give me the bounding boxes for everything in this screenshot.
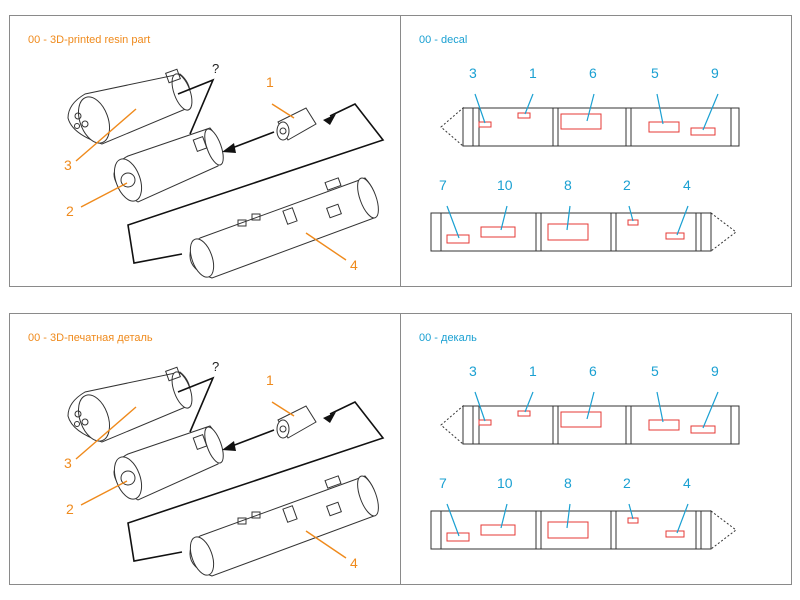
- callout-4: 4: [350, 555, 358, 571]
- small-part-1: [276, 405, 317, 439]
- nose-section-part-3: [67, 68, 193, 145]
- decal-placement-drawing: [430, 93, 740, 253]
- title-text: - декаль: [431, 332, 477, 344]
- callout-4: 4: [683, 475, 691, 491]
- unknown-fit-mark: ?: [212, 61, 220, 76]
- callout-10: 10: [497, 475, 513, 491]
- callout-4: 4: [350, 257, 358, 273]
- unknown-fit-mark: ?: [212, 359, 220, 374]
- callout-7: 7: [439, 475, 447, 491]
- panel-decal-en: 00 - decal: [400, 15, 792, 287]
- panel-title: 00 - декаль: [419, 332, 477, 344]
- middle-section-part-2: [113, 425, 224, 501]
- decal-placement-drawing: [430, 391, 740, 551]
- nose-section-part-3: [67, 366, 193, 443]
- callout-3: 3: [469, 363, 477, 379]
- callout-6: 6: [589, 65, 597, 81]
- pod-lower: [430, 211, 737, 253]
- panel-title: 00 - 3D-печатная деталь: [28, 332, 153, 344]
- callout-1: 1: [266, 74, 274, 90]
- callout-9: 9: [711, 363, 719, 379]
- callout-5: 5: [651, 363, 659, 379]
- title-text: - decal: [431, 34, 468, 46]
- callout-6: 6: [589, 363, 597, 379]
- callout-1: 1: [529, 363, 537, 379]
- small-part-1: [276, 107, 317, 141]
- callout-2: 2: [623, 475, 631, 491]
- panel-title: 00 - decal: [419, 34, 467, 46]
- pod-lower: [430, 509, 737, 551]
- title-text: - 3D-печатная деталь: [40, 332, 153, 344]
- callout-10: 10: [497, 177, 513, 193]
- decal-code: 00: [419, 34, 432, 46]
- tail-section-part-4: [189, 177, 379, 279]
- tail-section-part-4: [189, 475, 379, 577]
- decal-code: 00: [419, 332, 432, 344]
- callout-1: 1: [266, 372, 274, 388]
- part-code: 00: [28, 34, 41, 46]
- callout-8: 8: [564, 475, 572, 491]
- callout-4: 4: [683, 177, 691, 193]
- callout-3: 3: [64, 157, 72, 173]
- panel-resin-part-ru: 00 - 3D-печатная деталь: [9, 313, 401, 585]
- panel-decal-ru: 00 - декаль: [400, 313, 792, 585]
- callout-1: 1: [529, 65, 537, 81]
- callout-8: 8: [564, 177, 572, 193]
- resin-assembly-drawing: [67, 68, 385, 279]
- callout-2: 2: [66, 203, 74, 219]
- callout-3: 3: [469, 65, 477, 81]
- callout-9: 9: [711, 65, 719, 81]
- callout-2: 2: [66, 501, 74, 517]
- resin-assembly-drawing: [67, 366, 385, 577]
- middle-section-part-2: [113, 127, 224, 203]
- callout-5: 5: [651, 65, 659, 81]
- callout-2: 2: [623, 177, 631, 193]
- panel-resin-part-en: 00 - 3D-printed resin part: [9, 15, 401, 287]
- part-code: 00: [28, 332, 41, 344]
- callout-3: 3: [64, 455, 72, 471]
- title-text: - 3D-printed resin part: [40, 34, 151, 46]
- callout-7: 7: [439, 177, 447, 193]
- panel-title: 00 - 3D-printed resin part: [28, 34, 150, 46]
